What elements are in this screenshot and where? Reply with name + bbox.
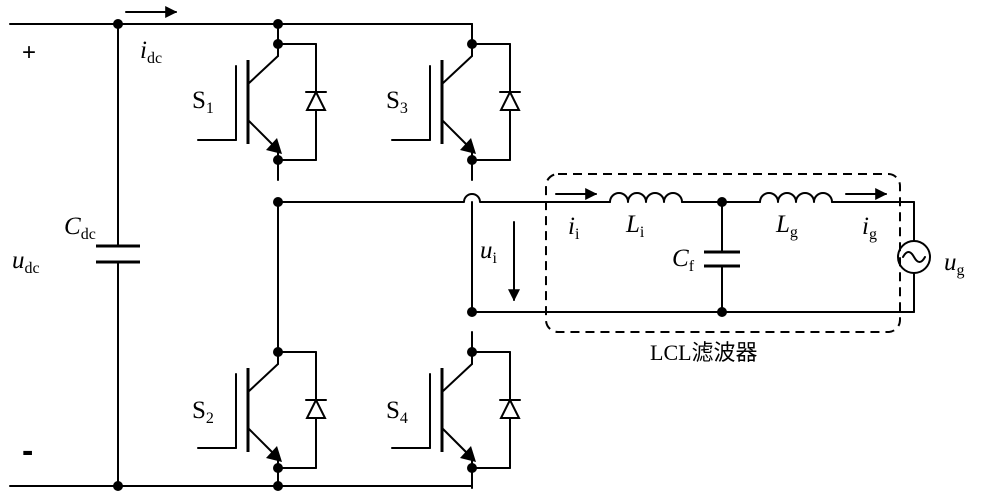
node-cap-bottom — [717, 307, 727, 317]
label-s3: S3 — [386, 87, 408, 117]
minus-sign: - — [22, 432, 33, 470]
label-s2: S2 — [192, 397, 214, 427]
switch-s4 — [390, 330, 522, 490]
switch-s2 — [196, 330, 328, 490]
label-udc: udc — [12, 247, 40, 277]
node-leg1-bottom — [273, 481, 283, 491]
plus-sign: + — [22, 39, 36, 66]
label-ui: ui — [480, 237, 498, 267]
inverter-output-line — [277, 193, 591, 203]
node-dc-top — [113, 19, 123, 29]
node-dc-bottom — [113, 481, 123, 491]
label-idc: idc — [140, 37, 162, 67]
node-leg2-mid — [467, 307, 477, 317]
lcl-filter-box — [545, 173, 901, 333]
label-ug: ug — [944, 249, 965, 279]
node-leg1-mid — [273, 197, 283, 207]
inverter-inductor — [609, 192, 683, 203]
node-leg1-top — [273, 19, 283, 29]
switch-s1 — [196, 22, 328, 182]
grid-voltage-source — [897, 201, 931, 313]
label-li: Li — [625, 211, 645, 241]
lcl-filter-caption: LCL滤波器 — [650, 340, 758, 365]
label-s4: S4 — [386, 397, 408, 427]
switch-s3 — [390, 22, 522, 182]
dc-link-capacitor — [96, 23, 140, 487]
node-cap-top — [717, 197, 727, 207]
label-cf: Cf — [672, 245, 695, 275]
label-ii: ii — [568, 213, 580, 243]
label-cdc: Cdc — [64, 213, 96, 243]
filter-capacitor — [704, 201, 740, 313]
label-s1: S1 — [192, 87, 214, 117]
label-ig: ig — [862, 213, 877, 243]
grid-inductor — [759, 192, 833, 203]
label-lg: Lg — [775, 211, 798, 241]
